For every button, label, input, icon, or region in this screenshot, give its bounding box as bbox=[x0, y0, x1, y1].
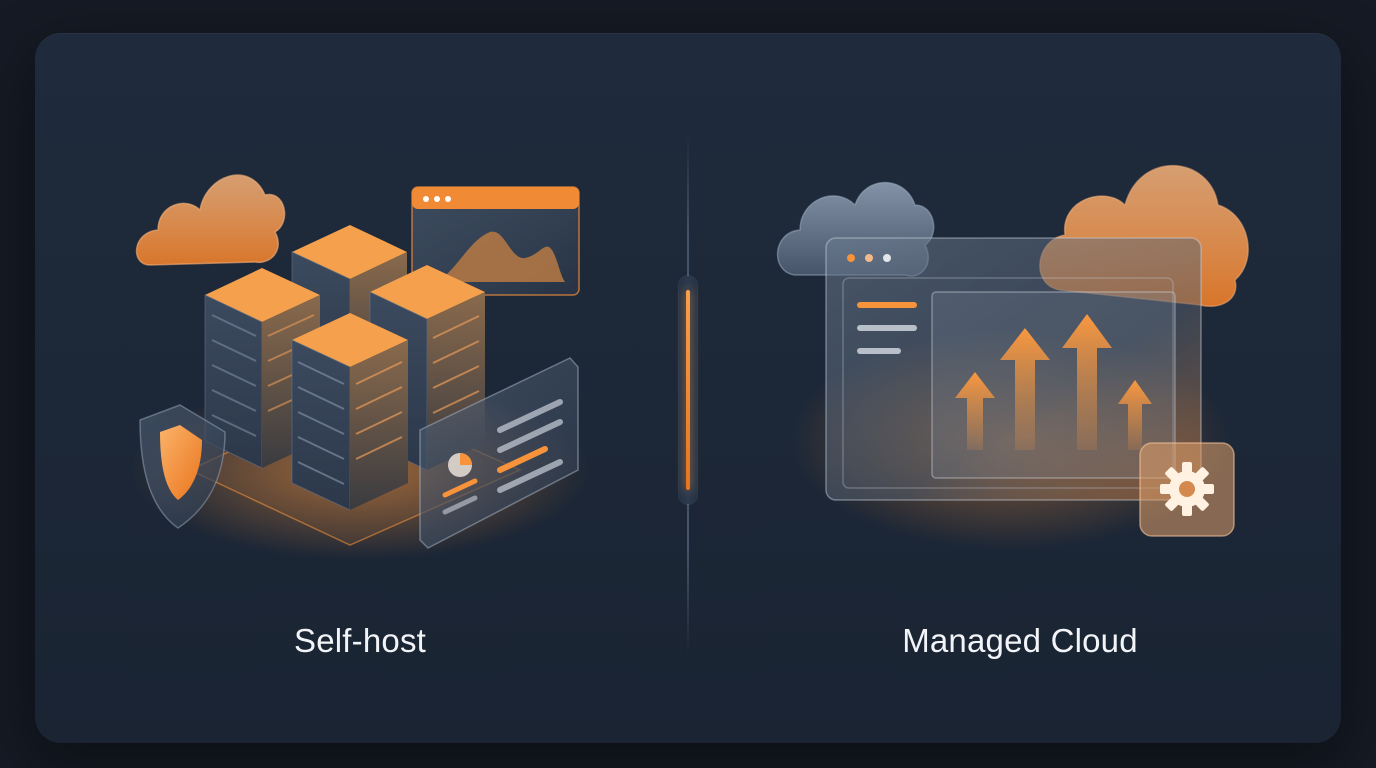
dashboard-panel-icon bbox=[419, 357, 579, 549]
cloud-icon bbox=[135, 174, 286, 266]
shield-icon bbox=[139, 404, 226, 529]
gear-icon bbox=[1139, 442, 1235, 537]
self-host-label[interactable]: Self-host bbox=[293, 622, 427, 659]
server-rack-icon bbox=[204, 225, 485, 511]
chart-window-icon bbox=[411, 186, 580, 296]
growth-arrows-icon bbox=[955, 314, 1152, 450]
managed-cloud-label[interactable]: Managed Cloud bbox=[902, 622, 1138, 659]
browser-window-icon bbox=[825, 237, 1202, 501]
managed-cloud-illustration bbox=[776, 164, 1249, 550]
comparison-toggle-indicator bbox=[686, 290, 690, 490]
self-host-illustration bbox=[130, 174, 590, 560]
